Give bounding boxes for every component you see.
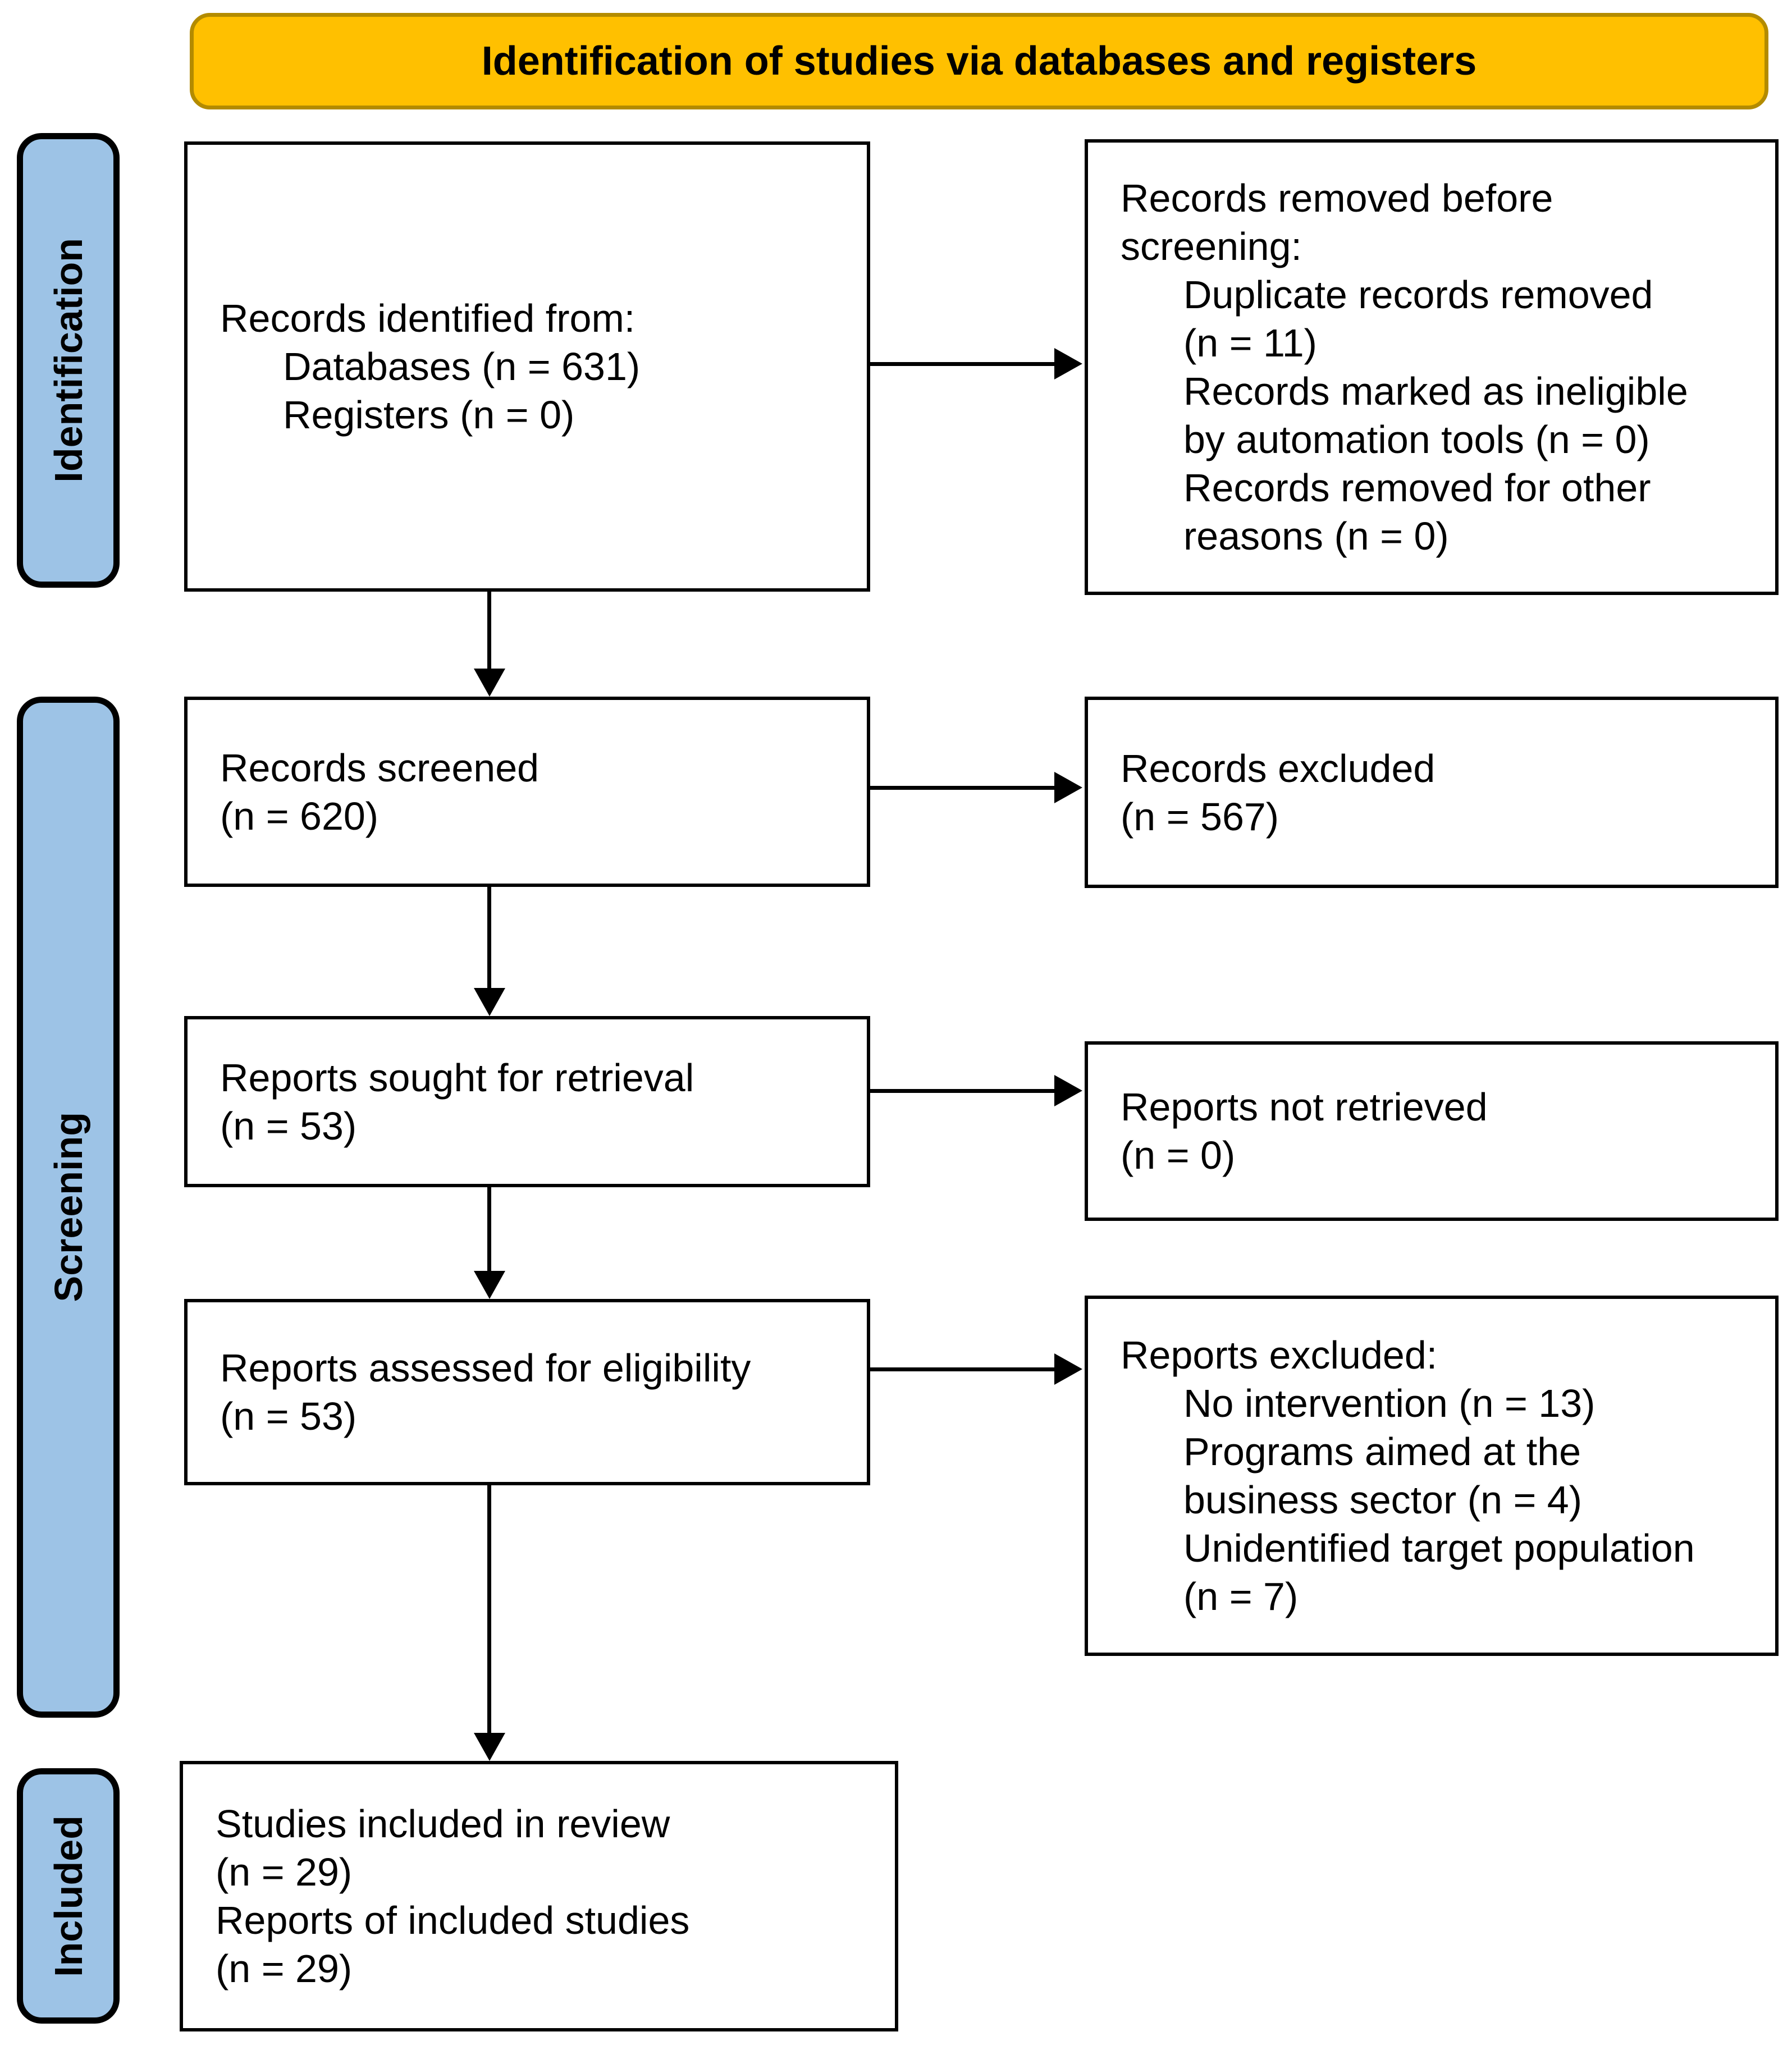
text-line: (n = 0) — [1121, 1133, 1236, 1177]
text-line: Records marked as ineligible — [1183, 369, 1688, 413]
records-screened-box: Records screened (n = 620) — [184, 697, 870, 887]
text-line: Reports excluded: — [1121, 1333, 1438, 1377]
text-line: Registers (n = 0) — [283, 393, 575, 437]
text-line: Programs aimed at the — [1183, 1430, 1581, 1474]
text-line: Records screened — [220, 745, 540, 790]
text-line: business sector (n = 4) — [1183, 1478, 1583, 1522]
arrow-screened-to-sought-head — [474, 988, 505, 1016]
text-line: Duplicate records removed — [1183, 273, 1653, 317]
arrow-assessed-to-excluded-head — [1054, 1353, 1082, 1385]
text-line: (n = 53) — [220, 1104, 357, 1148]
text-line: reasons (n = 0) — [1183, 514, 1449, 558]
text-line: (n = 29) — [216, 1850, 353, 1894]
arrow-screened-to-sought-line — [487, 887, 491, 989]
records-identified-box: Records identified from: Databases (n = … — [184, 141, 870, 592]
text-line: (n = 620) — [220, 794, 379, 838]
stage-label-included: Included — [17, 1768, 120, 2024]
arrow-assessed-to-excluded-line — [870, 1367, 1054, 1371]
reports-assessed-box: Reports assessed for eligibility (n = 53… — [184, 1299, 870, 1485]
text-line: Records removed for other — [1183, 466, 1651, 510]
title-banner-label: Identification of studies via databases … — [481, 39, 1477, 84]
text-line: by automation tools (n = 0) — [1183, 418, 1650, 461]
arrow-sought-to-not-retrieved-line — [870, 1089, 1054, 1093]
arrow-identified-to-screened-head — [474, 669, 505, 697]
text-line: Reports assessed for eligibility — [220, 1346, 751, 1390]
arrow-screened-to-excluded-head — [1054, 772, 1082, 803]
title-banner: Identification of studies via databases … — [190, 13, 1768, 109]
arrow-identified-to-removed-head — [1054, 348, 1082, 379]
arrow-sought-to-assessed-head — [474, 1271, 505, 1299]
text-line: No intervention (n = 13) — [1183, 1381, 1596, 1425]
arrow-assessed-to-included-line — [487, 1485, 491, 1733]
arrow-sought-to-not-retrieved-head — [1054, 1075, 1082, 1106]
text-line: (n = 7) — [1183, 1575, 1299, 1618]
text-line: Records removed before — [1121, 176, 1553, 220]
stage-label-screening-text: Screening — [46, 1112, 90, 1302]
arrow-identified-to-removed-line — [870, 362, 1054, 366]
reports-sought-box: Reports sought for retrieval (n = 53) — [184, 1016, 870, 1187]
text-line: Reports of included studies — [216, 1898, 690, 1942]
text-line: (n = 11) — [1183, 321, 1317, 365]
text-line: Reports not retrieved — [1121, 1085, 1488, 1129]
studies-included-box: Studies included in review (n = 29) Repo… — [180, 1761, 898, 2031]
reports-excluded-box: Reports excluded: No intervention (n = 1… — [1085, 1296, 1779, 1656]
text-line: (n = 53) — [220, 1394, 357, 1438]
text-line: screening: — [1121, 225, 1302, 268]
text-line: Databases (n = 631) — [283, 345, 641, 388]
stage-label-included-text: Included — [46, 1815, 90, 1977]
text-line: Unidentified target population — [1183, 1526, 1695, 1570]
text-line: Records excluded — [1121, 746, 1436, 790]
stage-label-identification-text: Identification — [46, 238, 90, 483]
arrow-assessed-to-included-head — [474, 1733, 505, 1761]
arrow-identified-to-screened-line — [487, 592, 491, 670]
text-line: Reports sought for retrieval — [220, 1055, 694, 1100]
records-excluded-box: Records excluded (n = 567) — [1085, 697, 1779, 888]
arrow-sought-to-assessed-line — [487, 1187, 491, 1271]
stage-label-identification: Identification — [17, 133, 120, 588]
records-removed-box: Records removed before screening: Duplic… — [1085, 139, 1779, 595]
stage-label-screening: Screening — [17, 697, 120, 1718]
reports-not-retrieved-box: Reports not retrieved (n = 0) — [1085, 1041, 1779, 1221]
text-line: (n = 29) — [216, 1947, 353, 1990]
text-line: (n = 567) — [1121, 794, 1279, 839]
text-line: Studies included in review — [216, 1802, 670, 1846]
arrow-screened-to-excluded-line — [870, 786, 1054, 790]
text-line: Records identified from: — [220, 296, 636, 340]
